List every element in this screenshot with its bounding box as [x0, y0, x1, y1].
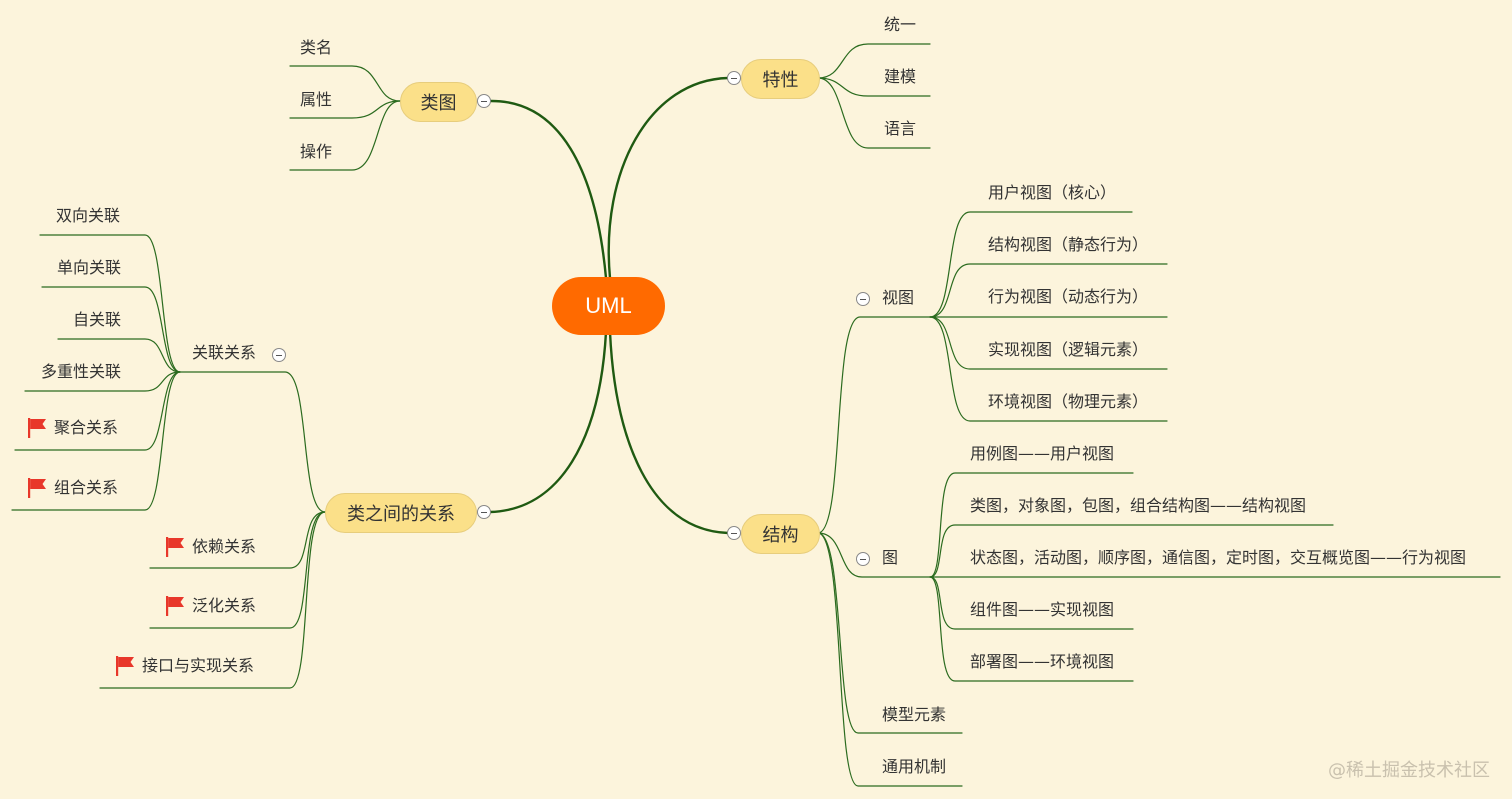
- collapse-minus-icon[interactable]: [272, 348, 286, 362]
- guanlian-child[interactable]: 组合关系: [54, 478, 119, 497]
- guanlian-child[interactable]: 聚合关系: [54, 418, 119, 437]
- shitu-child[interactable]: 环境视图（物理元素）: [988, 392, 1149, 411]
- red-flag-icon: [166, 537, 184, 557]
- tu-child[interactable]: 类图，对象图，包图，组合结构图——结构视图: [970, 496, 1307, 515]
- branch-guanxi: [488, 330, 608, 514]
- topic-tezheng[interactable]: 特性: [741, 59, 820, 99]
- collapse-minus-icon[interactable]: [477, 505, 491, 519]
- guanxi-fanhua[interactable]: 泛化关系: [192, 596, 257, 615]
- branch-jiegou: [608, 330, 730, 535]
- shitu-child[interactable]: 实现视图（逻辑元素）: [988, 340, 1149, 359]
- tezheng-child[interactable]: 语言: [884, 119, 917, 138]
- tu-child[interactable]: 部署图——环境视图: [970, 652, 1115, 671]
- topic-leitu[interactable]: 类图: [400, 82, 477, 122]
- red-flag-icon: [28, 478, 46, 498]
- tezheng-child[interactable]: 建模: [884, 67, 917, 86]
- tezheng-child[interactable]: 统一: [884, 15, 917, 34]
- collapse-minus-icon[interactable]: [727, 526, 741, 540]
- guanlian-child[interactable]: 多重性关联: [40, 362, 121, 381]
- guanlian-child[interactable]: 双向关联: [55, 206, 120, 225]
- leitu-child[interactable]: 操作: [300, 142, 333, 161]
- root-node[interactable]: UML: [552, 277, 665, 335]
- collapse-minus-icon[interactable]: [477, 94, 491, 108]
- leitu-child[interactable]: 属性: [300, 90, 333, 109]
- jiegou-moxing[interactable]: 模型元素: [882, 705, 947, 724]
- guanlian-child[interactable]: 自关联: [72, 310, 121, 329]
- tu-child[interactable]: 状态图，活动图，顺序图，通信图，定时图，交互概览图——行为视图: [970, 548, 1467, 567]
- leitu-child[interactable]: 类名: [300, 38, 333, 57]
- red-flag-icon: [28, 418, 46, 438]
- collapse-minus-icon[interactable]: [856, 292, 870, 306]
- jiegou-shitu[interactable]: 视图: [882, 288, 915, 307]
- jiegou-tu[interactable]: 图: [882, 548, 899, 567]
- guanlian-child[interactable]: 单向关联: [56, 258, 121, 277]
- red-flag-icon: [166, 596, 184, 616]
- guanxi-guanlian[interactable]: 关联关系: [192, 343, 257, 362]
- topic-guanxi[interactable]: 类之间的关系: [325, 493, 477, 533]
- tu-child[interactable]: 用例图——用户视图: [970, 444, 1115, 463]
- watermark: @稀土掘金技术社区: [1328, 760, 1490, 781]
- branch-leitu: [488, 99, 608, 280]
- shitu-child[interactable]: 行为视图（动态行为）: [988, 287, 1149, 306]
- red-flag-icon: [116, 656, 134, 676]
- collapse-minus-icon[interactable]: [727, 71, 741, 85]
- topic-jiegou[interactable]: 结构: [741, 514, 820, 554]
- collapse-minus-icon[interactable]: [856, 552, 870, 566]
- tu-child[interactable]: 组件图——实现视图: [970, 600, 1115, 619]
- guanxi-yilai[interactable]: 依赖关系: [192, 537, 257, 556]
- branch-tezheng: [607, 76, 730, 280]
- jiegou-tongyong[interactable]: 通用机制: [882, 757, 947, 776]
- guanxi-jiekou[interactable]: 接口与实现关系: [142, 656, 255, 675]
- shitu-child[interactable]: 结构视图（静态行为）: [988, 235, 1149, 254]
- shitu-child[interactable]: 用户视图（核心）: [988, 183, 1117, 202]
